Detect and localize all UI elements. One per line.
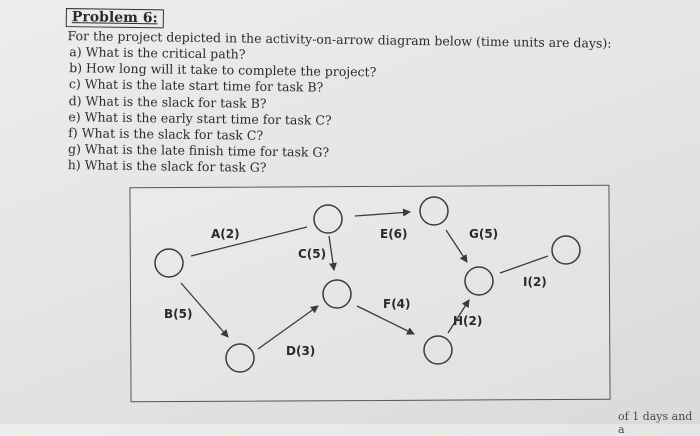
activity-arrow-c [328, 235, 337, 271]
activity-on-arrow-diagram: A(2) C(5) E(6) G(5) I(2) B(5) F(4) H(2) … [154, 196, 581, 373]
event-node-7 [225, 343, 255, 373]
activity-arrow-d [257, 305, 319, 350]
task-label-a: A(2) [211, 227, 240, 241]
event-node-3 [419, 196, 449, 226]
textbook-page: Problem 6: For the project depicted in t… [65, 8, 692, 436]
page-footer-fragment: of 1 days and a [618, 410, 693, 436]
event-node-2 [313, 204, 343, 234]
activity-arrow-i [499, 255, 549, 274]
task-label-e: E(6) [380, 227, 408, 241]
activity-arrow-b [180, 282, 229, 338]
event-node-4 [322, 279, 352, 309]
event-node-6 [551, 235, 581, 265]
activity-arrow-h [447, 299, 470, 334]
task-label-d: D(3) [286, 344, 315, 358]
task-label-c: C(5) [298, 247, 326, 261]
event-node-8 [423, 335, 453, 365]
event-node-1 [154, 248, 184, 278]
activity-arrow-g [445, 229, 468, 263]
task-label-i: I(2) [523, 275, 547, 289]
task-label-h: H(2) [453, 314, 482, 328]
activity-arrow-a [190, 226, 308, 257]
task-label-g: G(5) [469, 227, 498, 241]
task-label-b: B(5) [164, 307, 192, 321]
event-node-5 [464, 266, 494, 296]
activity-arrow-f [356, 305, 415, 335]
task-label-f: F(4) [383, 297, 411, 311]
activity-arrow-e [354, 208, 411, 217]
